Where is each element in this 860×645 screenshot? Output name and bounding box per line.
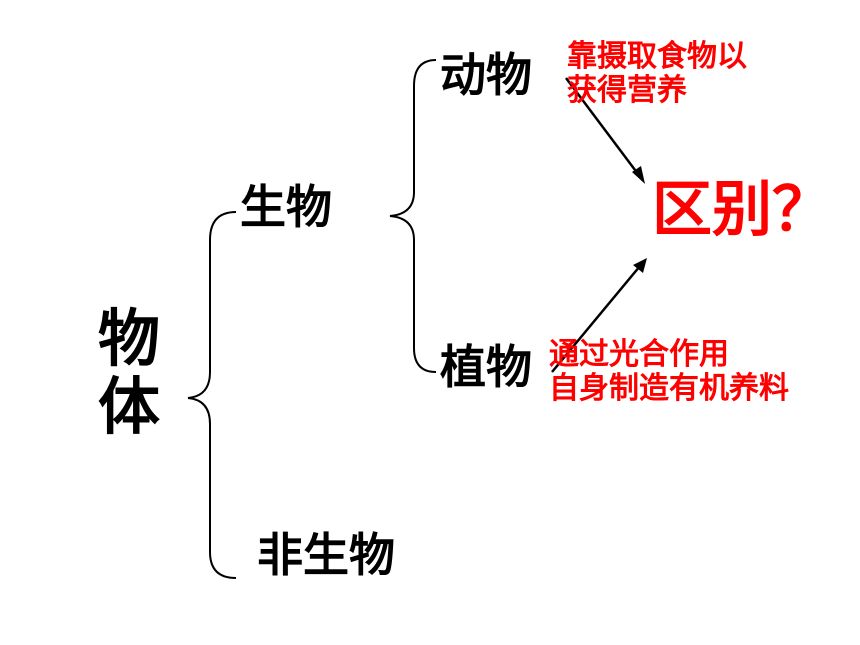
difference-question: 区别？ — [652, 175, 832, 245]
arrow-animal-head — [632, 166, 645, 184]
plant-note: 通过光合作用 自身制造有机养料 — [549, 338, 789, 406]
arrow-plant — [551, 265, 641, 373]
organism-label: 生物 — [240, 180, 332, 234]
non-organism-label: 非生物 — [257, 528, 395, 582]
plant-note-line-1: 通过光合作用 — [549, 337, 729, 372]
animal-note-line-2: 获得营养 — [567, 73, 687, 108]
animal-note: 靠摄取食物以 获得营养 — [567, 40, 747, 108]
brace-organism — [389, 59, 437, 373]
animal-label: 动物 — [440, 48, 532, 102]
arrow-plant-head — [633, 258, 647, 273]
brace-root — [187, 211, 237, 579]
plant-label: 植物 — [440, 340, 532, 394]
root-label: 物体 — [97, 302, 160, 443]
animal-note-line-1: 靠摄取食物以 — [567, 39, 747, 74]
arrow-animal — [565, 77, 639, 175]
plant-note-line-2: 自身制造有机养料 — [549, 371, 789, 406]
